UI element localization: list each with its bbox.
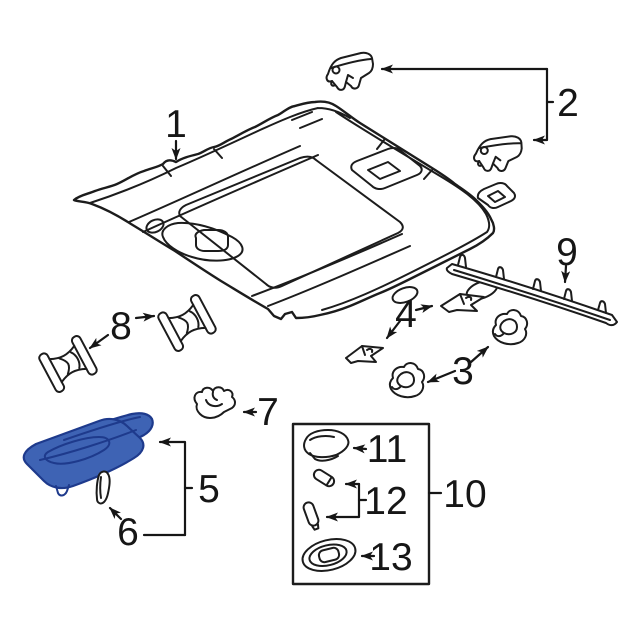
- callout-7: 7: [257, 391, 279, 434]
- leader-11: [352, 444, 368, 454]
- sun-visor-pad: [22, 417, 145, 490]
- coat-hook: [193, 386, 236, 419]
- wing-clip-lower: [345, 345, 384, 364]
- callout-4: 4: [395, 293, 417, 336]
- leader-lines: [88, 64, 571, 561]
- sun-visor: [22, 412, 154, 497]
- callout-5: 5: [198, 468, 220, 511]
- leader-9: [561, 264, 571, 284]
- leader-12b: [325, 482, 361, 522]
- leader-6: [108, 506, 123, 521]
- lamp-housing: [301, 538, 357, 572]
- headliner-outline: [72, 100, 496, 321]
- leader-2b: [532, 67, 549, 145]
- leader-8a: [134, 312, 156, 322]
- callout-3: 3: [452, 350, 474, 393]
- leader-5: [158, 437, 187, 537]
- headliner-sunroof-opening: [178, 155, 404, 289]
- callout-labels: 1 2 3 4 5 6 7 8 9 10 11 12 13: [110, 82, 579, 579]
- headliner-detail-oval: [145, 218, 165, 234]
- headliner-rim-lines: [89, 107, 491, 311]
- callout-13: 13: [369, 536, 412, 579]
- visor-clip: [95, 470, 111, 505]
- headliner-rear-opening: [476, 181, 516, 210]
- callout-10: 10: [443, 473, 486, 516]
- lamp-lens: [303, 429, 350, 462]
- wing-clip-upper: [440, 293, 485, 313]
- headliner-panel-drawing: [72, 100, 516, 321]
- leader-8b: [88, 333, 110, 350]
- callout-2: 2: [557, 82, 579, 125]
- leader-3b: [426, 369, 457, 384]
- headliner-console-opening: [350, 146, 423, 191]
- lamp-bulb-upper: [312, 468, 336, 488]
- callout-9: 9: [556, 231, 578, 274]
- leader-4b: [385, 319, 402, 340]
- leader-3a: [469, 345, 490, 364]
- callout-6: 6: [117, 511, 139, 554]
- lamp-bulb-lower: [302, 501, 320, 531]
- sun-visor-details: [39, 416, 141, 497]
- callout-11: 11: [367, 428, 408, 471]
- callout-8: 8: [110, 305, 132, 348]
- leader-4a: [414, 304, 434, 314]
- headliner-detail-oval: [391, 286, 419, 304]
- headliner-maplight-pod: [161, 221, 244, 262]
- callout-12: 12: [364, 480, 407, 523]
- roof-molding-strip: [445, 253, 618, 327]
- callout-1: 1: [165, 103, 187, 146]
